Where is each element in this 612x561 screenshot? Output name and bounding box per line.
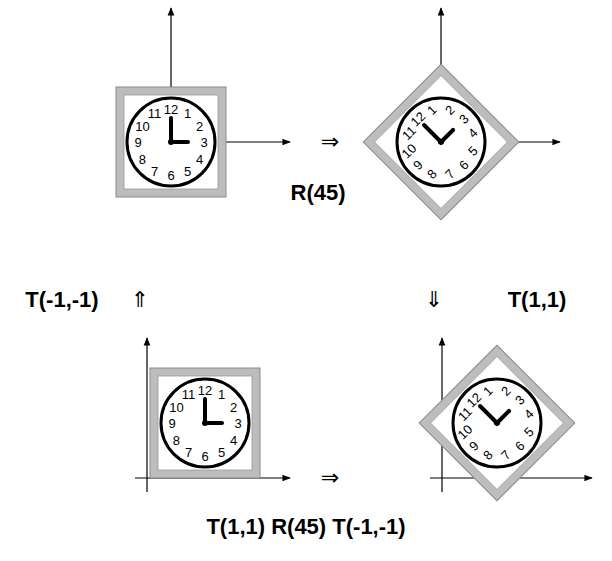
clock-numeral: 6 xyxy=(201,450,208,463)
y-axis xyxy=(146,338,147,492)
arrow-symbol: ⇒ xyxy=(321,131,339,153)
clock-numeral: 12 xyxy=(198,384,212,397)
clock-numeral: 3 xyxy=(234,417,241,430)
transform-label: T(1,1) xyxy=(508,289,567,311)
clock-numeral: 8 xyxy=(139,152,146,165)
clock-numeral: 12 xyxy=(164,103,178,116)
arrow-symbol: ⇒ xyxy=(321,467,339,489)
clock-numeral: 1 xyxy=(184,107,191,120)
transform-label: R(45) xyxy=(290,182,345,204)
clock-numeral: 7 xyxy=(185,445,192,458)
clock-numeral: 5 xyxy=(218,445,225,458)
clock-numeral: 1 xyxy=(218,388,225,401)
clock-numeral: 9 xyxy=(168,417,175,430)
clock-numeral: 11 xyxy=(182,388,196,401)
clock-numeral: 4 xyxy=(196,152,203,165)
clock-numeral: 11 xyxy=(148,107,162,120)
clock-numeral: 10 xyxy=(169,400,183,413)
clock-figure xyxy=(150,368,260,478)
clock-numeral: 9 xyxy=(134,136,141,149)
clock-figure xyxy=(116,87,226,197)
clock-numeral: 4 xyxy=(230,433,237,446)
clock-numeral: 2 xyxy=(196,119,203,132)
clock-numeral: 10 xyxy=(135,119,149,132)
arrow-symbol: ⇑ xyxy=(131,289,149,311)
clock-numeral: 6 xyxy=(167,169,174,182)
clock-numeral: 5 xyxy=(184,164,191,177)
transform-label: T(-1,-1) xyxy=(25,289,98,311)
clock-figure xyxy=(363,64,519,220)
composite-transform-label: T(1,1) R(45) T(-1,-1) xyxy=(206,516,405,538)
clock-figure xyxy=(419,345,575,501)
clock-numeral: 7 xyxy=(151,164,158,177)
clock-numeral: 3 xyxy=(200,136,207,149)
arrow-symbol: ⇓ xyxy=(425,289,443,311)
clock-numeral: 2 xyxy=(230,400,237,413)
clock-numeral: 8 xyxy=(173,433,180,446)
